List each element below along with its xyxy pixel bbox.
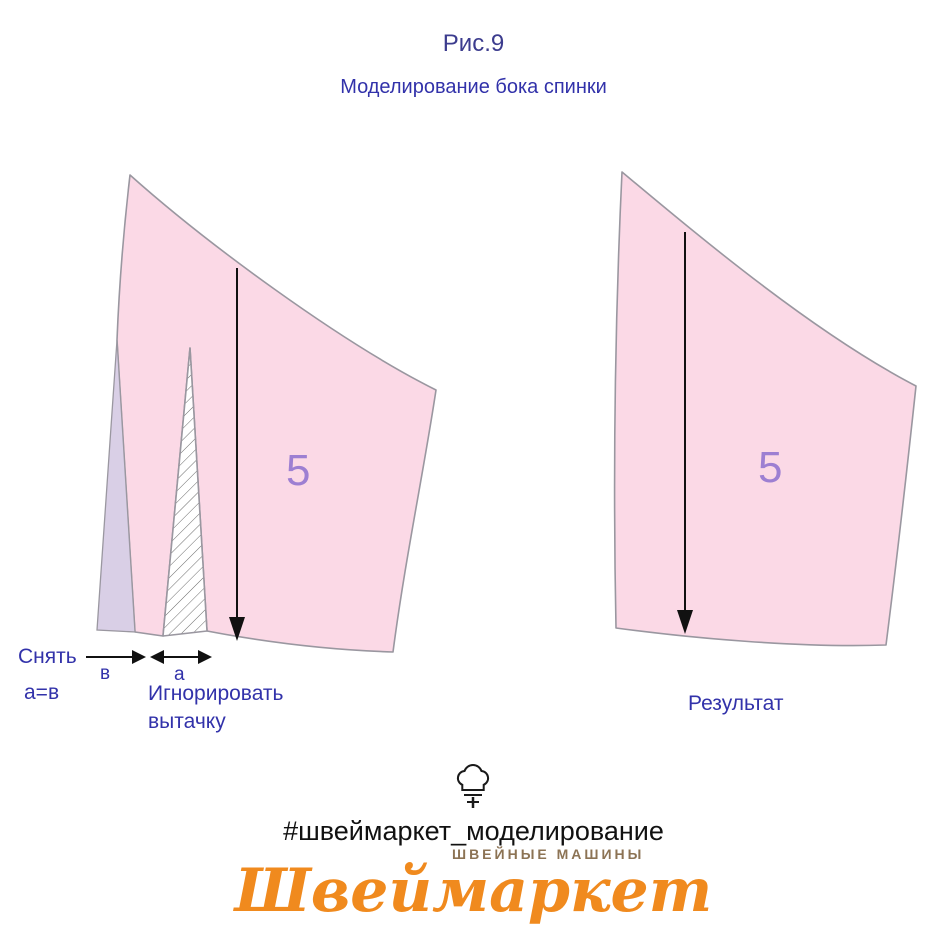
- measure-v-arrowhead: [132, 650, 146, 664]
- label-ignore-dart: Игнорировать вытачку: [148, 680, 284, 736]
- label-width-v: в: [100, 663, 111, 684]
- measure-a-arrowhead-right: [198, 650, 212, 664]
- right-grain-arrowhead: [677, 610, 693, 634]
- right-piece-number: 5: [758, 443, 783, 492]
- figure-title: Рис.9: [442, 30, 505, 57]
- right-pattern-piece: [613, 171, 917, 647]
- label-equation: а=в: [24, 681, 60, 704]
- closed-dart-shape: [96, 339, 136, 633]
- left-pattern-piece: [116, 174, 437, 653]
- measure-a-arrowhead-left: [150, 650, 164, 664]
- left-piece-number: 5: [286, 446, 311, 495]
- label-result: Результат: [688, 692, 784, 715]
- open-dart-hatched: [162, 347, 208, 637]
- label-remove: Снять: [18, 645, 77, 668]
- brand-logotype: Швеймаркет: [234, 856, 713, 926]
- label-ignore-line2: вытачку: [148, 710, 226, 733]
- chef-hat-icon: [451, 762, 495, 815]
- left-grain-arrowhead: [229, 617, 245, 641]
- label-width-a: а: [174, 664, 185, 685]
- chef-hat-puff: [456, 763, 490, 791]
- brand-tagline: ШВЕЙНЫЕ МАШИНЫ: [452, 846, 645, 862]
- footer-hashtag: #швеймаркет_моделирование: [283, 816, 664, 846]
- figure-subtitle: Моделирование бока спинки: [340, 76, 607, 98]
- label-ignore-line1: Игнорировать: [148, 682, 284, 705]
